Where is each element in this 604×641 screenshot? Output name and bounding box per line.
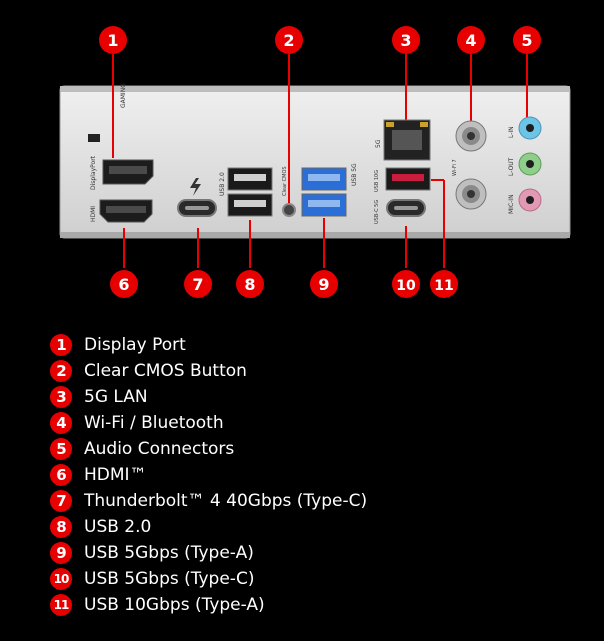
legend-number: 8 xyxy=(50,516,72,538)
legend-label: HDMI™ xyxy=(84,465,147,485)
callout-7: 7 xyxy=(184,270,212,298)
usb5g-typec-port xyxy=(386,199,426,217)
svg-text:4: 4 xyxy=(465,31,476,50)
legend-item: 5 Audio Connectors xyxy=(50,436,234,462)
legend-item: 6 HDMI™ xyxy=(50,462,147,488)
legend-item: 4 Wi-Fi / Bluetooth xyxy=(50,410,224,436)
legend-label: USB 5Gbps (Type-C) xyxy=(84,569,255,589)
legend-number: 1 xyxy=(50,334,72,356)
legend-item: 9 USB 5Gbps (Type-A) xyxy=(50,540,254,566)
hdmi-text: HDMI xyxy=(90,206,97,222)
svg-text:8: 8 xyxy=(244,275,255,294)
callout-1: 1 xyxy=(99,26,127,54)
legend-number: 10 xyxy=(50,568,72,590)
legend-number: 11 xyxy=(50,594,72,616)
screw-hole xyxy=(88,134,100,142)
callout-5: 5 xyxy=(513,26,541,54)
audio-micin-text: MIC-IN xyxy=(508,194,515,214)
legend-number: 2 xyxy=(50,360,72,382)
callout-8: 8 xyxy=(236,270,264,298)
thunderbolt-port xyxy=(177,178,217,217)
usbc5g-text: USB-C 5G xyxy=(374,200,380,224)
legend-label: Wi-Fi / Bluetooth xyxy=(84,413,224,433)
clear-cmos-text: Clear CMOS xyxy=(282,166,288,196)
callout-10: 10 xyxy=(392,270,420,298)
gaming-badge-text: GAMING xyxy=(120,83,127,108)
legend-number: 4 xyxy=(50,412,72,434)
usb20-text: USB 2.0 xyxy=(219,172,226,196)
callout-2: 2 xyxy=(275,26,303,54)
svg-text:6: 6 xyxy=(118,275,129,294)
legend-number: 9 xyxy=(50,542,72,564)
wifi-text: Wi-Fi 7 xyxy=(452,159,458,176)
legend-number: 3 xyxy=(50,386,72,408)
legend-label: Display Port xyxy=(84,335,186,355)
svg-text:7: 7 xyxy=(192,275,203,294)
callout-4: 4 xyxy=(457,26,485,54)
legend-item: 10 USB 5Gbps (Type-C) xyxy=(50,566,254,592)
legend-item: 1 Display Port xyxy=(50,332,186,358)
thunderbolt-icon xyxy=(190,178,201,196)
audio-jacks xyxy=(518,116,542,212)
legend-label: USB 2.0 xyxy=(84,517,152,537)
svg-text:11: 11 xyxy=(434,278,453,294)
legend-label: Audio Connectors xyxy=(84,439,235,459)
callout-3: 3 xyxy=(392,26,420,54)
usb10g-typea-port xyxy=(385,167,431,191)
svg-text:3: 3 xyxy=(400,31,411,50)
legend-number: 6 xyxy=(50,464,72,486)
legend-item: 3 5G LAN xyxy=(50,384,148,410)
legend-label: 5G LAN xyxy=(84,387,148,407)
legend-number: 5 xyxy=(50,438,72,460)
wifi-antenna-connectors xyxy=(455,120,487,210)
callout-9: 9 xyxy=(310,270,338,298)
clear-cmos-button xyxy=(282,203,296,217)
displayport-text: DisplayPort xyxy=(90,155,97,190)
legend-item: 7 Thunderbolt™ 4 40Gbps (Type-C) xyxy=(50,488,367,514)
callout-6: 6 xyxy=(110,270,138,298)
svg-text:9: 9 xyxy=(318,275,329,294)
displayport-port xyxy=(102,159,154,185)
legend-label: USB 5Gbps (Type-A) xyxy=(84,543,254,563)
lan-port xyxy=(383,119,431,161)
svg-text:2: 2 xyxy=(283,31,294,50)
legend-item: 2 Clear CMOS Button xyxy=(50,358,247,384)
legend-item: 11 USB 10Gbps (Type-A) xyxy=(50,592,265,618)
audio-lout-text: L-OUT xyxy=(508,157,515,176)
callout-11: 11 xyxy=(430,270,458,298)
svg-text:10: 10 xyxy=(396,278,416,294)
usb20-ports xyxy=(227,167,273,217)
legend-label: USB 10Gbps (Type-A) xyxy=(84,595,265,615)
lan-5g-text: 5G xyxy=(375,139,382,148)
usb5g-typea-ports xyxy=(301,167,347,217)
usb10g-text: USB 10G xyxy=(374,170,380,192)
legend-label: Thunderbolt™ 4 40Gbps (Type-C) xyxy=(84,491,368,511)
svg-text:5: 5 xyxy=(521,31,532,50)
io-panel-diagram: GAMING DisplayPort HDMI USB 2.0 Clear CM… xyxy=(59,26,571,298)
audio-lin-text: L-IN xyxy=(508,126,515,138)
legend-item: 8 USB 2.0 xyxy=(50,514,151,540)
legend-label: Clear CMOS Button xyxy=(84,361,247,381)
hdmi-port xyxy=(99,199,153,223)
legend-number: 7 xyxy=(50,490,72,512)
svg-text:1: 1 xyxy=(107,31,118,50)
leader-lines xyxy=(112,54,528,268)
usb5g-text: USB 5G xyxy=(351,163,358,186)
